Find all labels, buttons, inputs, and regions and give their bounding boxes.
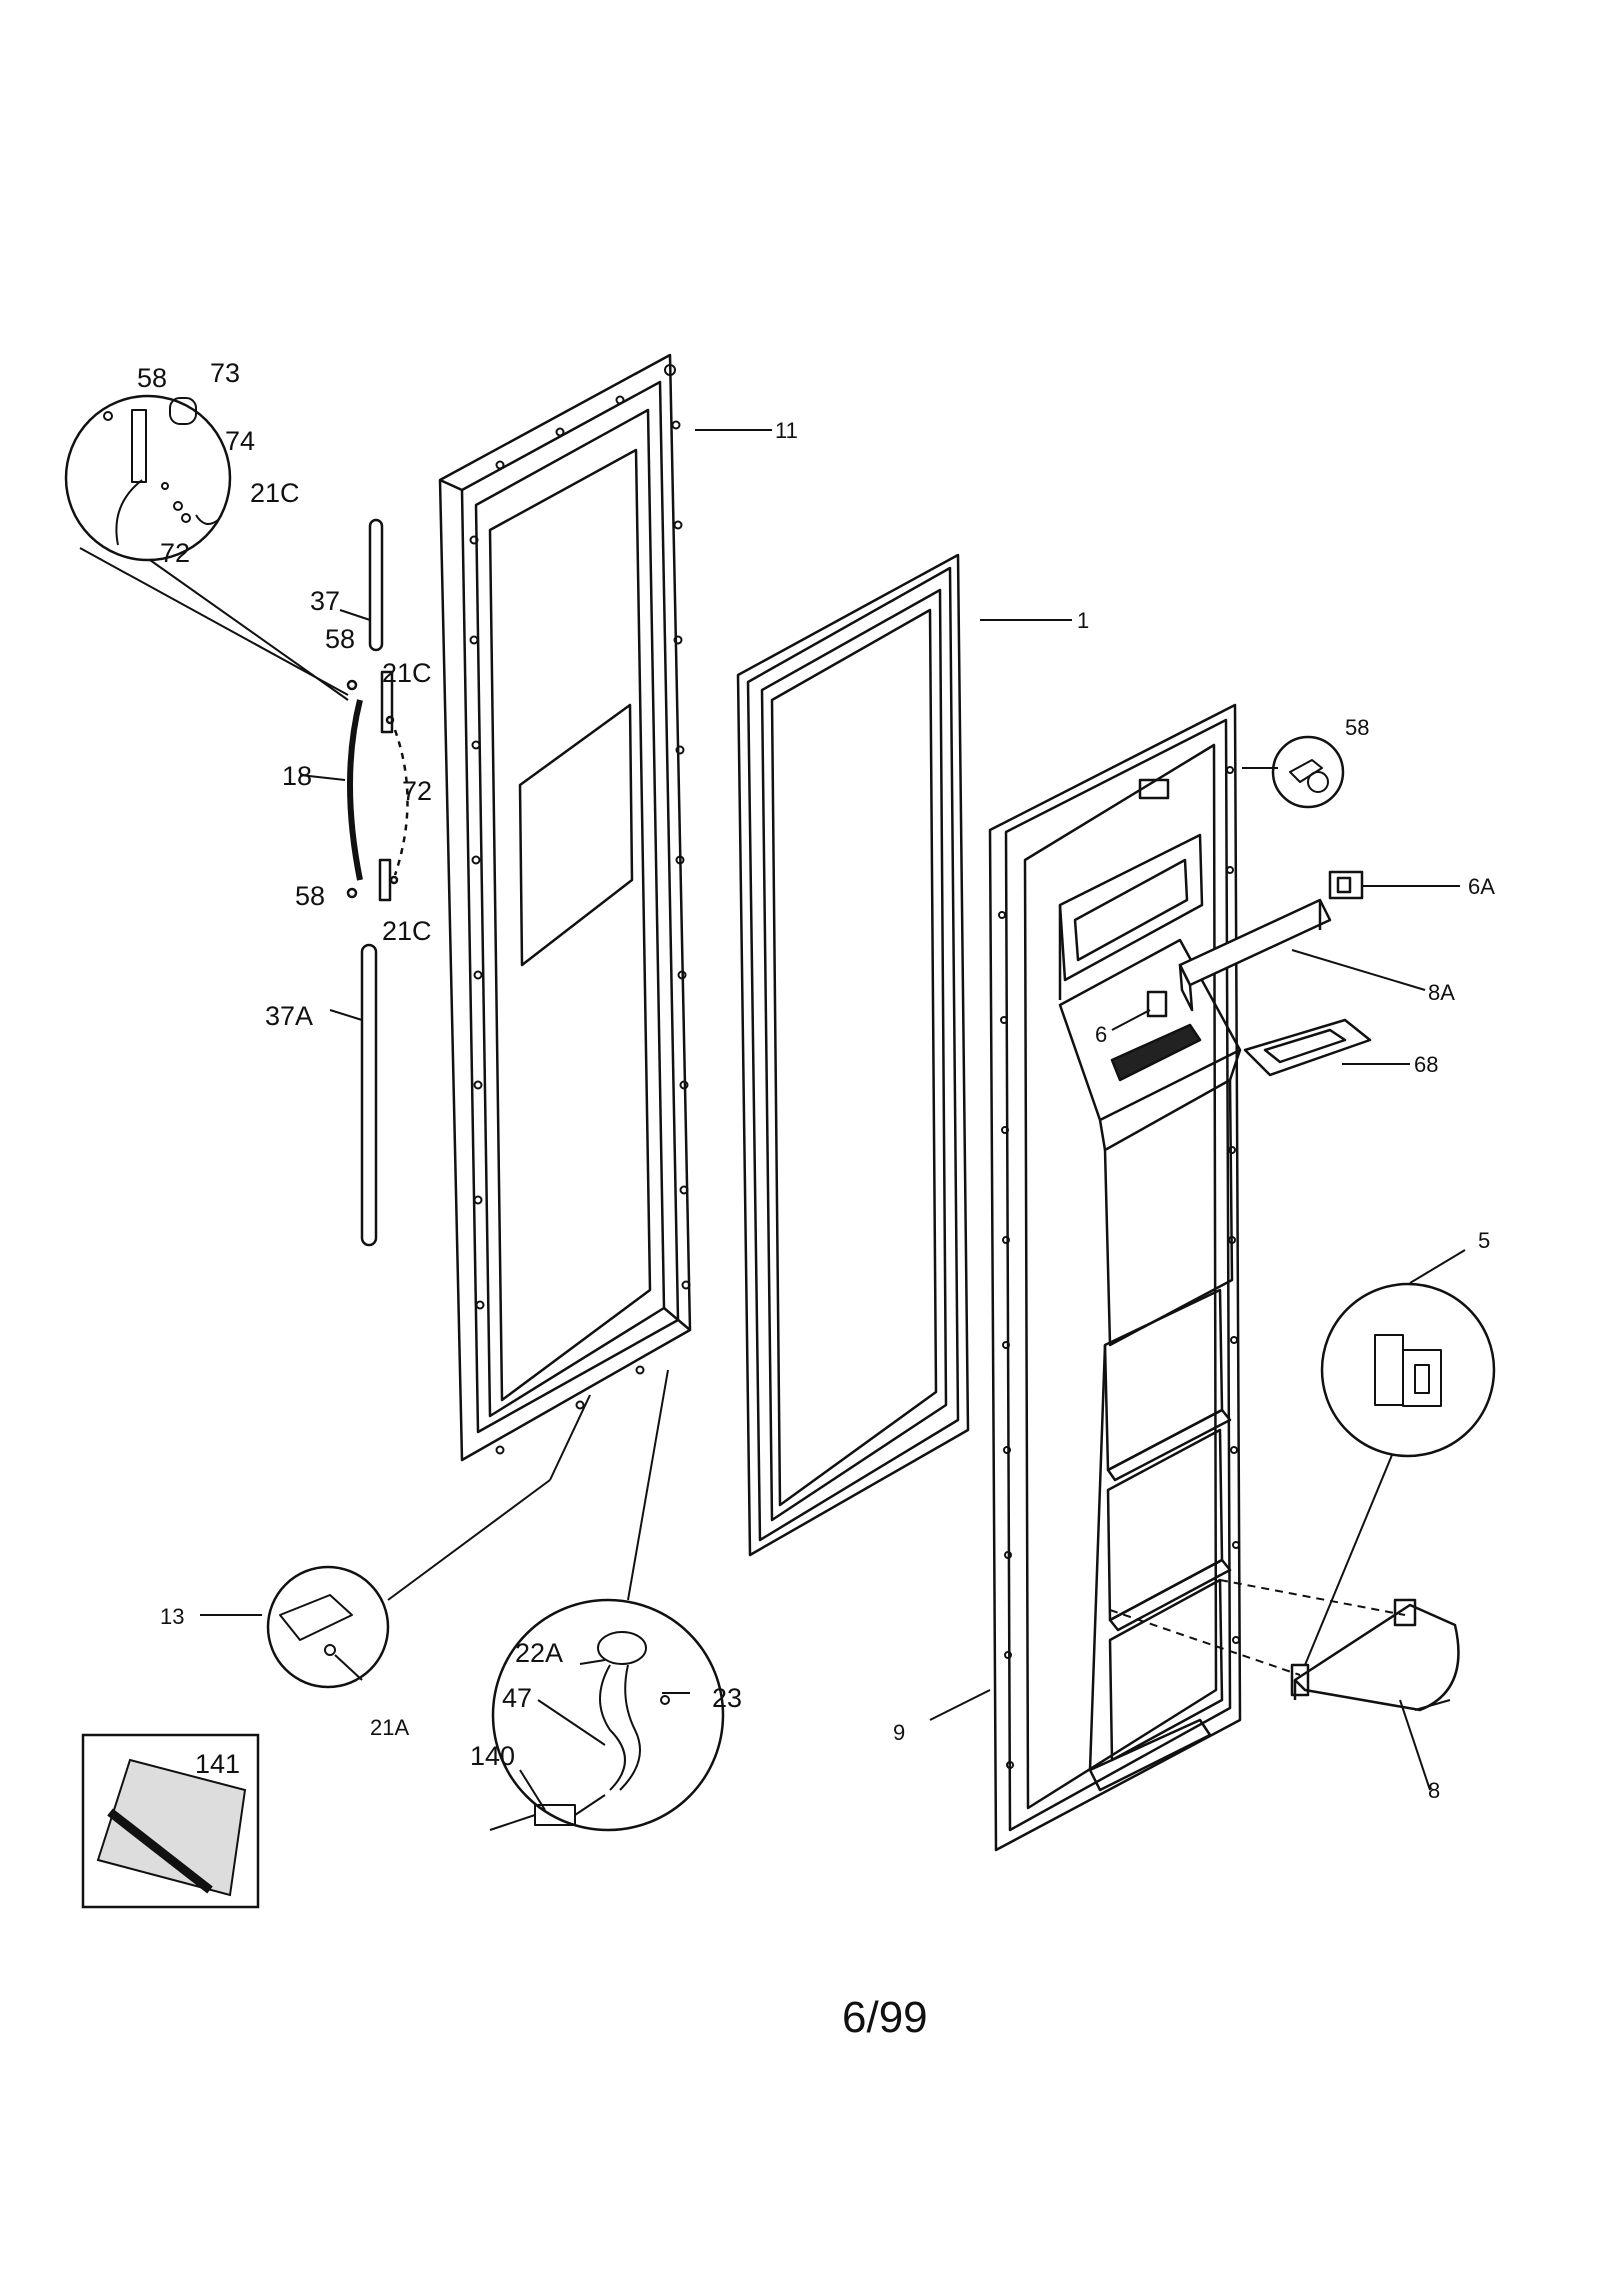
door-gasket xyxy=(736,553,970,1557)
callout-22a: 22A xyxy=(515,1638,563,1668)
bracket-part xyxy=(1328,870,1364,900)
callout-21c: 21C xyxy=(382,916,432,946)
callout-68: 68 xyxy=(1414,1052,1438,1077)
callout-141: 141 xyxy=(195,1749,240,1779)
callout-8a: 8A xyxy=(1428,980,1455,1005)
callout-21c: 21C xyxy=(382,658,432,688)
callout-13: 13 xyxy=(160,1604,184,1629)
callout-58: 58 xyxy=(325,624,355,654)
callout-23: 23 xyxy=(712,1683,742,1713)
door-inner-liner xyxy=(988,703,1242,1852)
page-number: 6/99 xyxy=(842,1993,928,2042)
callout-37a: 37A xyxy=(265,1001,313,1031)
callout-140: 140 xyxy=(470,1741,515,1771)
detail-circle-bracket xyxy=(266,1565,390,1689)
rail-part xyxy=(1178,898,1332,1012)
door-outer-frame xyxy=(438,353,692,1462)
switch-part xyxy=(1146,990,1168,1018)
callout-21c: 21C xyxy=(250,478,300,508)
part-141-box: 141 xyxy=(81,1733,260,1909)
callout-58: 58 xyxy=(1345,715,1369,740)
callout-5: 5 xyxy=(1478,1228,1490,1253)
callout-6: 6 xyxy=(1095,1022,1107,1047)
callout-73: 73 xyxy=(210,358,240,388)
callout-8: 8 xyxy=(1428,1778,1440,1803)
callout-72: 72 xyxy=(160,538,190,568)
door-handle xyxy=(346,518,409,1247)
callout-21a: 21A xyxy=(370,1715,409,1740)
detail-circle-hinge xyxy=(64,394,232,562)
callout-18: 18 xyxy=(282,761,312,791)
callout-47: 47 xyxy=(502,1683,532,1713)
detail-circle-switch xyxy=(491,1598,725,1832)
callout-37: 37 xyxy=(310,586,340,616)
tray-part xyxy=(1243,1018,1372,1077)
detail-circle-screw xyxy=(1271,735,1345,809)
detail-circle-clip xyxy=(1320,1282,1496,1458)
callout-9: 9 xyxy=(893,1720,905,1745)
callout-72: 72 xyxy=(402,776,432,806)
callout-58: 58 xyxy=(137,363,167,393)
callout-1: 1 xyxy=(1077,608,1089,633)
callout-74: 74 xyxy=(225,426,255,456)
shelf-wire xyxy=(1290,1598,1460,1712)
callout-11: 11 xyxy=(775,418,798,443)
callout-58: 58 xyxy=(295,881,325,911)
callout-6a: 6A xyxy=(1468,874,1495,899)
